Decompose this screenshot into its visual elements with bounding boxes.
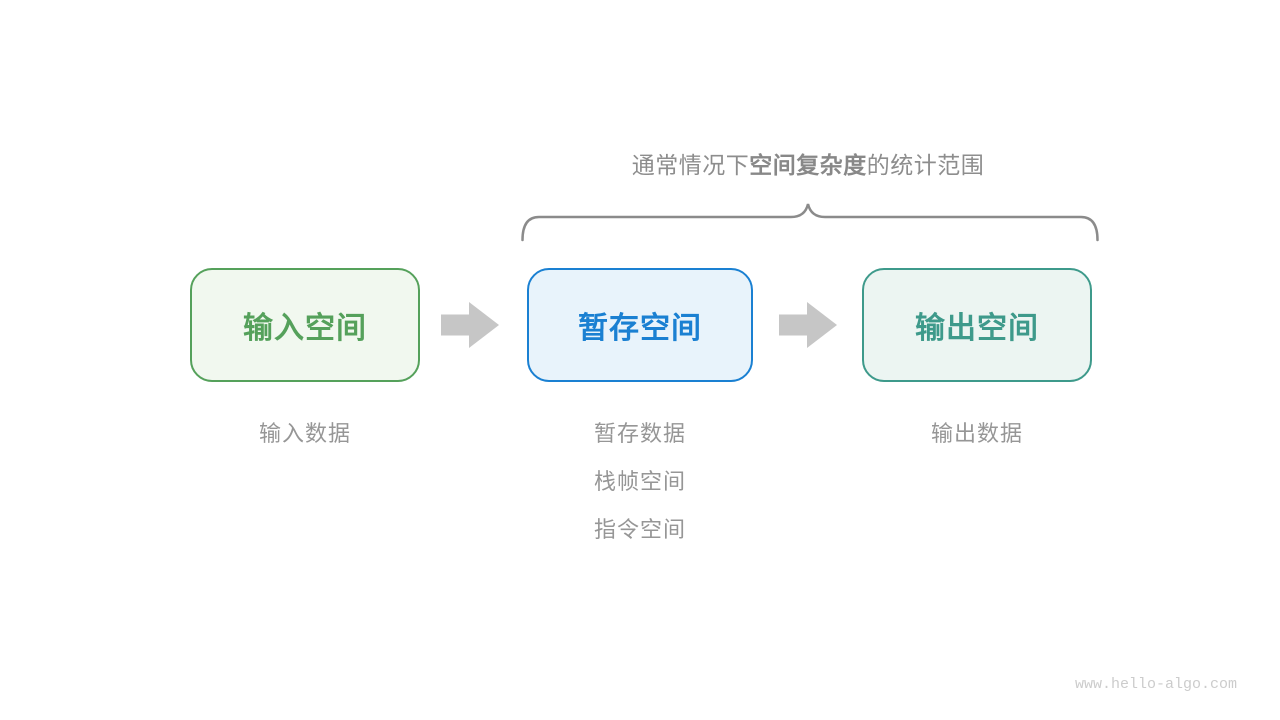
input-space-notes: 输入数据 [190,410,420,458]
temp-space-label: 暂存空间 [578,312,702,345]
input-space-box: 输入空间 [190,268,420,382]
arrow-right-icon [441,302,499,348]
title-prefix: 通常情况下 [631,152,750,178]
note-line: 栈帧空间 [593,469,686,494]
arrow-right-icon [779,302,837,348]
temp-space-box: 暂存空间 [527,268,753,382]
title-suffix: 的统计范围 [866,152,985,178]
scope-brace-icon [521,203,1099,242]
note-line: 暂存数据 [593,421,686,446]
output-space-label: 输出空间 [915,312,1039,345]
title-emphasis: 空间复杂度 [749,152,867,178]
note-line: 输入数据 [258,421,351,446]
note-line: 指令空间 [593,517,686,542]
diagram-title: 通常情况下空间复杂度的统计范围 [520,146,1096,180]
input-space-label: 输入空间 [243,312,367,345]
temp-space-notes: 暂存数据 栈帧空间 指令空间 [527,410,753,554]
output-space-box: 输出空间 [862,268,1092,382]
watermark: www.hello-algo.com [1074,676,1237,693]
output-space-notes: 输出数据 [862,410,1092,458]
note-line: 输出数据 [930,421,1023,446]
